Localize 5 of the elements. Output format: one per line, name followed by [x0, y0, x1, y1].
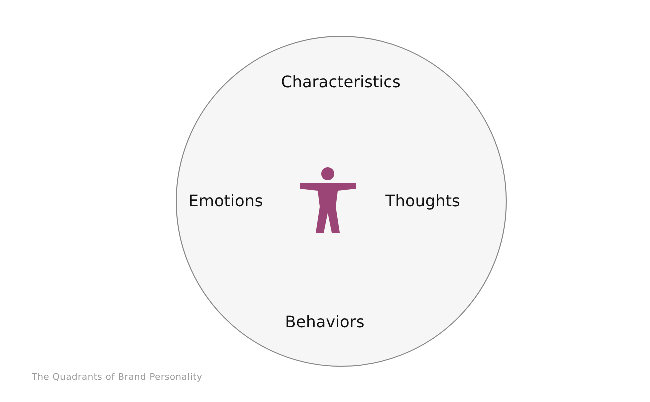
quadrant-label: Thoughts	[386, 192, 460, 210]
quadrant-label: Behaviors	[285, 312, 365, 332]
heading-text: Characteristics	[281, 72, 401, 92]
caption: The Quadrants of Brand Personality	[32, 373, 203, 383]
quadrant-label: Emotions	[188, 192, 264, 210]
